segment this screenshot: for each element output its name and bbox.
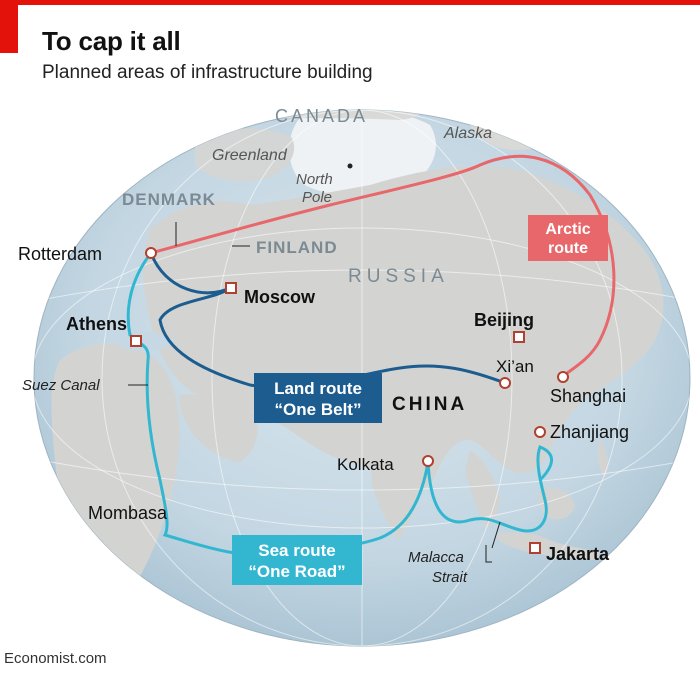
beijing-label: Beijing — [474, 310, 534, 330]
alaska-label: Alaska — [443, 125, 492, 142]
chart-subtitle: Planned areas of infrastructure building — [42, 62, 373, 83]
zhanjiang-marker — [534, 426, 546, 438]
accent-tab — [0, 5, 18, 53]
malacca-label-1: Malacca — [408, 549, 464, 566]
indonesia-land — [495, 532, 600, 560]
beijing-marker — [513, 331, 525, 343]
mombasa-label: Mombasa — [88, 503, 168, 523]
shanghai-marker — [557, 371, 569, 383]
jakarta-marker — [529, 542, 541, 554]
arabia-land — [179, 394, 258, 462]
athens-label: Athens — [66, 314, 127, 334]
north-pole-label-2: Pole — [302, 189, 332, 206]
city-markers — [145, 247, 569, 467]
sea-route-label-2: “One Road” — [248, 562, 345, 581]
athens-marker — [130, 335, 142, 347]
capital-markers — [130, 282, 541, 554]
land-route-box: Land route “One Belt” — [254, 373, 382, 423]
denmark-label: DENMARK — [122, 190, 216, 209]
arctic-ice — [289, 110, 436, 197]
moscow-label: Moscow — [244, 287, 316, 307]
leader-lines — [128, 222, 501, 563]
north-pole-label-1: North — [296, 171, 333, 188]
rotterdam-marker — [145, 247, 157, 259]
sea-route-box: Sea route “One Road” — [232, 535, 362, 585]
suez-canal-label: Suez Canal — [22, 377, 100, 394]
land-route-label-2: “One Belt” — [275, 400, 362, 419]
kolkata-label: Kolkata — [337, 455, 394, 474]
shanghai-label: Shanghai — [550, 386, 626, 406]
india-land — [370, 455, 422, 540]
north-pole-dot — [347, 163, 353, 169]
china-label: CHINA — [392, 394, 467, 415]
se-asia-land — [465, 450, 500, 528]
xian-label: Xi’an — [496, 357, 534, 376]
philippines-land — [597, 440, 608, 478]
xian-marker — [499, 377, 511, 389]
greenland-land — [195, 128, 295, 182]
kolkata-marker — [422, 455, 434, 467]
sea-route-line — [126, 252, 553, 558]
russia-label: RUSSIA — [348, 266, 449, 287]
sea-route-label-1: Sea route — [258, 541, 335, 560]
rotterdam-label: Rotterdam — [18, 244, 102, 264]
moscow-marker — [225, 282, 237, 294]
arctic-route-box: Arctic route — [528, 215, 608, 261]
land-route-line — [149, 252, 506, 390]
arctic-route-label-2: route — [548, 240, 588, 257]
chart-title: To cap it all — [42, 26, 181, 56]
mediterranean-sea — [110, 330, 175, 351]
top-accent-bar — [0, 0, 700, 5]
arctic-route-line — [150, 154, 616, 379]
finland-label: FINLAND — [256, 238, 338, 257]
source-credit: Economist.com — [4, 650, 107, 667]
arctic-route-label-1: Arctic — [545, 221, 590, 238]
jakarta-label: Jakarta — [546, 544, 610, 564]
canada-label: CANADA — [275, 106, 368, 126]
greenland-label: Greenland — [212, 147, 288, 164]
zhanjiang-label: Zhanjiang — [550, 422, 629, 442]
malacca-label-2: Strait — [432, 569, 468, 586]
land-route-label-1: Land route — [274, 379, 362, 398]
